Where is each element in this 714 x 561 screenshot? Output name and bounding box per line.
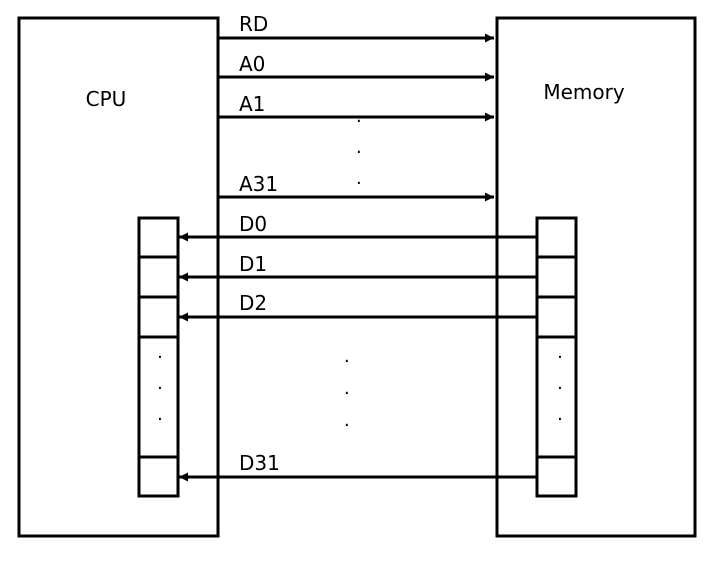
memory-register-ellipsis-dot: . — [557, 342, 563, 363]
data-ellipsis-dot: . — [344, 378, 350, 399]
memory-register-ellipsis-dot: . — [557, 404, 563, 425]
cpu-label: CPU — [86, 87, 127, 111]
d0-label: D0 — [239, 212, 267, 236]
memory-data-register: . . . — [535, 216, 578, 498]
data-ellipsis-dot: . — [344, 410, 350, 431]
memory-register-frame — [535, 216, 578, 498]
a31-label: A31 — [239, 172, 278, 196]
data-ellipsis-dot: . — [344, 346, 350, 367]
d31-label: D31 — [239, 451, 280, 475]
memory-register-ellipsis-dot: . — [557, 373, 563, 394]
d1-label: D1 — [239, 252, 267, 276]
address-bus: RD A0 A1 . . . A31 — [218, 12, 494, 202]
cpu-register-ellipsis-dot: . — [157, 342, 163, 363]
d2-label: D2 — [239, 291, 267, 315]
memory-label: Memory — [543, 80, 625, 104]
a1-label: A1 — [239, 92, 265, 116]
cpu-register-frame — [137, 216, 180, 498]
address-ellipsis-dot: . — [356, 168, 362, 189]
address-ellipsis-dot: . — [356, 106, 362, 127]
cpu-register-ellipsis-dot: . — [157, 373, 163, 394]
cpu-register-ellipsis-dot: . — [157, 404, 163, 425]
cpu-data-register: . . . — [137, 216, 180, 498]
data-bus: D0 D1 D2 . . . D31 — [179, 212, 538, 482]
rd-label: RD — [239, 12, 268, 36]
a0-label: A0 — [239, 52, 265, 76]
address-ellipsis-dot: . — [356, 137, 362, 158]
